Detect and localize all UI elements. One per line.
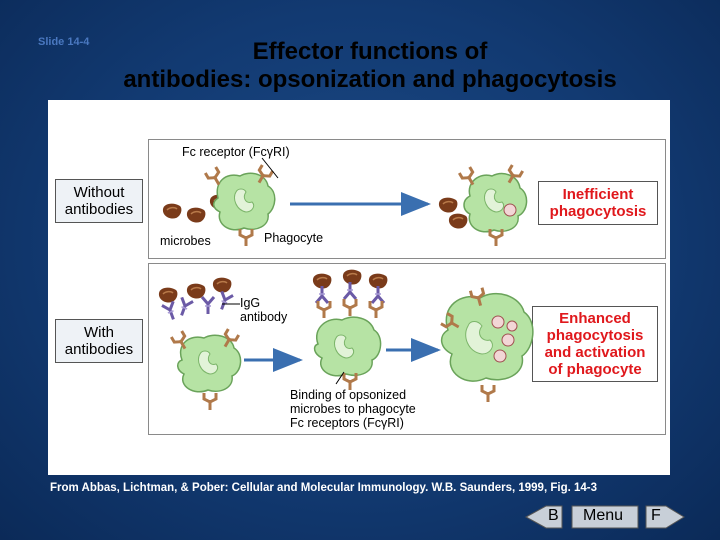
binding-line1: Binding of opsonized — [290, 388, 416, 402]
phagocyte-label: Phagocyte — [264, 231, 323, 245]
binding-label: Binding of opsonized microbes to phagocy… — [290, 388, 416, 430]
igg-label-line1: IgG — [240, 296, 287, 310]
binding-line2: microbes to phagocyte — [290, 402, 416, 416]
forward-button-label: F — [651, 507, 661, 524]
back-button-label: B — [548, 507, 559, 524]
phagocyte-row2-binding — [313, 270, 387, 390]
opsonized-microbes — [159, 278, 233, 322]
microbes-label: microbes — [160, 234, 211, 248]
menu-button-label: Menu — [583, 507, 623, 524]
back-button[interactable]: B — [548, 507, 559, 531]
igg-antibody-label: IgG antibody — [240, 296, 287, 324]
menu-button[interactable]: Menu — [583, 507, 623, 531]
citation: From Abbas, Lichtman, & Pober: Cellular … — [50, 482, 690, 494]
microbe-2 — [187, 208, 205, 223]
microbe-1 — [163, 204, 181, 219]
forward-button[interactable]: F — [651, 507, 661, 531]
binding-line3: Fc receptors (FcγRI) — [290, 416, 416, 430]
phagocyte-row2 — [171, 329, 240, 410]
fc-receptor-label: Fc receptor (FcγRI) — [182, 145, 290, 159]
phagocyte-row1-result — [439, 165, 527, 246]
phagocyte-row2-activated — [441, 288, 533, 402]
igg-label-line2: antibody — [240, 310, 287, 324]
